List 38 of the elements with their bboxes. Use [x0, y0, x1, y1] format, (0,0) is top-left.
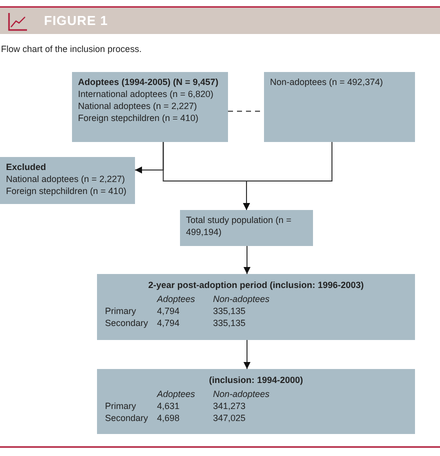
table-value: 335,135 [213, 317, 247, 330]
column-header: Non-adoptees [213, 388, 271, 400]
table-value: 4,631 [157, 400, 181, 412]
box-text: National adoptees (n = 2,227) [78, 100, 198, 112]
box-text: Foreign stepchildren (n = 410) [78, 112, 200, 125]
box-text: Foreign stepchildren (n = 410) [6, 185, 128, 198]
table-value: 4,794 [157, 317, 181, 330]
table-value: 347,025 [213, 412, 247, 425]
figure-title: FIGURE 1 [44, 13, 108, 28]
process-box [97, 369, 415, 434]
row-label: Primary [105, 400, 137, 412]
table-value: 4,794 [157, 305, 181, 318]
box-heading: Excluded [6, 161, 48, 174]
process-box [264, 72, 415, 142]
table-value: 335,135 [213, 305, 247, 318]
process-box [0, 157, 135, 204]
box-text: International adoptees (n = 6,820) [78, 88, 214, 100]
column-header: Non-adoptees [213, 293, 271, 306]
process-box [97, 274, 415, 340]
column-header: Adoptees [157, 293, 196, 306]
box-heading: 2-year post-adoption period (inclusion: 1996-2003) [147, 279, 365, 292]
row-label: Secondary [105, 317, 150, 330]
box-text: Total study population (n = 499,194) [186, 214, 292, 238]
process-box [180, 210, 313, 246]
process-box [72, 72, 228, 142]
connector-arrow [243, 142, 332, 210]
row-label: Primary [105, 305, 137, 318]
connector-arrow [244, 340, 250, 370]
table-value: 341,273 [213, 400, 247, 412]
box-text: National adoptees (n = 2,227) [6, 173, 126, 186]
row-label: Secondary [105, 412, 150, 425]
table-value: 4,698 [157, 412, 181, 425]
caption: Flow chart of the inclusion process. [1, 44, 142, 54]
box-heading: Adoptees (1994-2005) (N = 9,457) [78, 76, 220, 88]
box-heading: (inclusion: 1994-2000) [208, 374, 304, 386]
column-header: Adoptees [157, 388, 196, 400]
box-text: Non-adoptees (n = 492,374) [270, 76, 384, 88]
connector-arrow [244, 246, 250, 274]
